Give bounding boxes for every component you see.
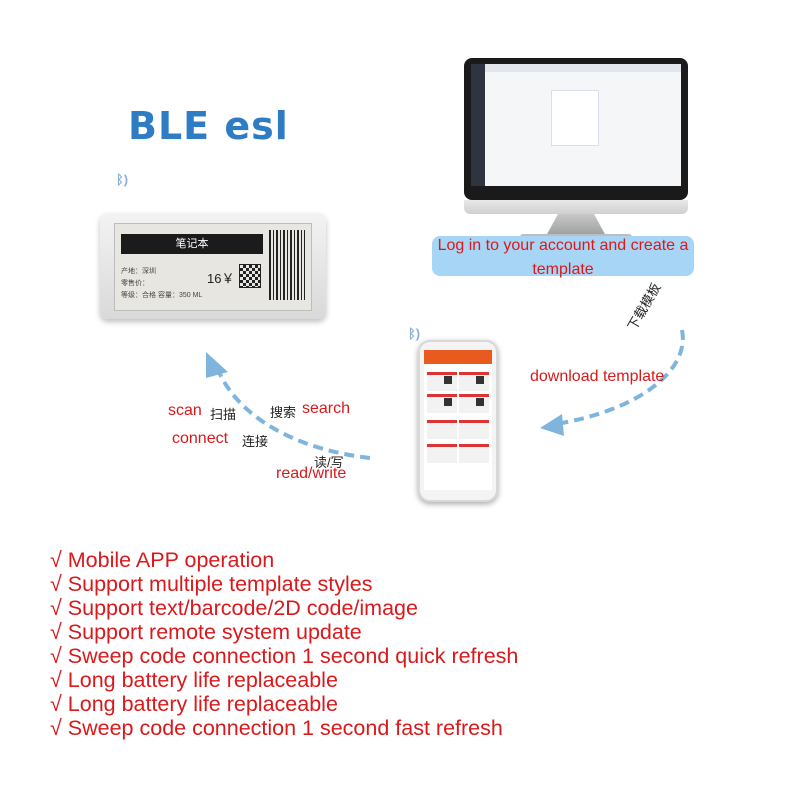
ble-esl-title: BLE esl [128, 104, 289, 148]
esl-grade-spec: 等级：合格 容量：350 ML [121, 292, 203, 299]
template-canvas [551, 90, 599, 146]
esl-price: 16￥ [207, 271, 235, 286]
template-card [459, 420, 489, 439]
bluetooth-icon: ᛒ) [408, 326, 421, 341]
feature-item: √ Long battery life replaceable [50, 668, 338, 692]
scan-label-zh: 扫描 [210, 407, 237, 422]
qr-code-icon [476, 376, 484, 384]
curved-arrow-icon [555, 329, 685, 426]
feature-item: √ Mobile APP operation [50, 548, 275, 572]
template-card [459, 444, 489, 463]
readwrite-label-zh: 读/写 [314, 455, 344, 470]
computer-monitor [464, 58, 688, 200]
title-esl: esl [224, 104, 289, 148]
connect-label-zh: 连接 [242, 434, 269, 449]
qr-code-icon [239, 264, 261, 288]
esl-screen: 笔记本 产地：深圳 零售价： 等级：合格 容量：350 ML 16￥ [114, 223, 312, 311]
login-callout-text: Log in to your account and create a temp… [437, 237, 689, 278]
app-header-bar [424, 350, 492, 364]
scan-label-en: scan [168, 402, 202, 419]
esl-header: 笔记本 [121, 234, 263, 254]
arrowhead-icon [540, 414, 564, 436]
feature-item: √ Sweep code connection 1 second quick r… [50, 644, 519, 668]
barcode-icon [269, 230, 305, 300]
template-card [427, 420, 457, 439]
bluetooth-icon: ᛒ) [116, 172, 129, 187]
feature-item: √ Support text/barcode/2D code/image [50, 596, 418, 620]
arrowhead-icon [206, 352, 228, 378]
feature-item: √ Support multiple template styles [50, 572, 373, 596]
monitor-stand [546, 214, 606, 236]
smartphone [418, 340, 498, 502]
qr-code-icon [444, 398, 452, 406]
feature-list: √ Mobile APP operation √ Support multipl… [50, 548, 770, 740]
monitor-chin [464, 200, 688, 214]
readwrite-label-en: read/write [276, 465, 347, 482]
phone-screen [424, 350, 492, 490]
feature-item: √ Support remote system update [50, 620, 362, 644]
monitor-topbar [485, 64, 681, 72]
esl-origin: 产地：深圳 [121, 268, 156, 275]
title-ble: BLE [128, 104, 211, 148]
esl-retail-price: 零售价： [121, 280, 149, 287]
download-label-en: download template [530, 368, 665, 385]
template-card [427, 444, 457, 463]
search-label-en: search [302, 400, 351, 417]
monitor-sidebar [471, 64, 485, 186]
connect-label-en: connect [172, 430, 229, 447]
esl-tag: 笔记本 产地：深圳 零售价： 等级：合格 容量：350 ML 16￥ [100, 213, 326, 319]
feature-item: √ Sweep code connection 1 second fast re… [50, 716, 503, 740]
curved-arrow-icon [216, 369, 371, 460]
login-callout: Log in to your account and create a temp… [432, 236, 694, 278]
qr-code-icon [476, 398, 484, 406]
qr-code-icon [444, 376, 452, 384]
feature-item: √ Long battery life replaceable [50, 692, 338, 716]
monitor-screen [471, 64, 681, 186]
search-label-zh: 搜索 [270, 405, 297, 420]
